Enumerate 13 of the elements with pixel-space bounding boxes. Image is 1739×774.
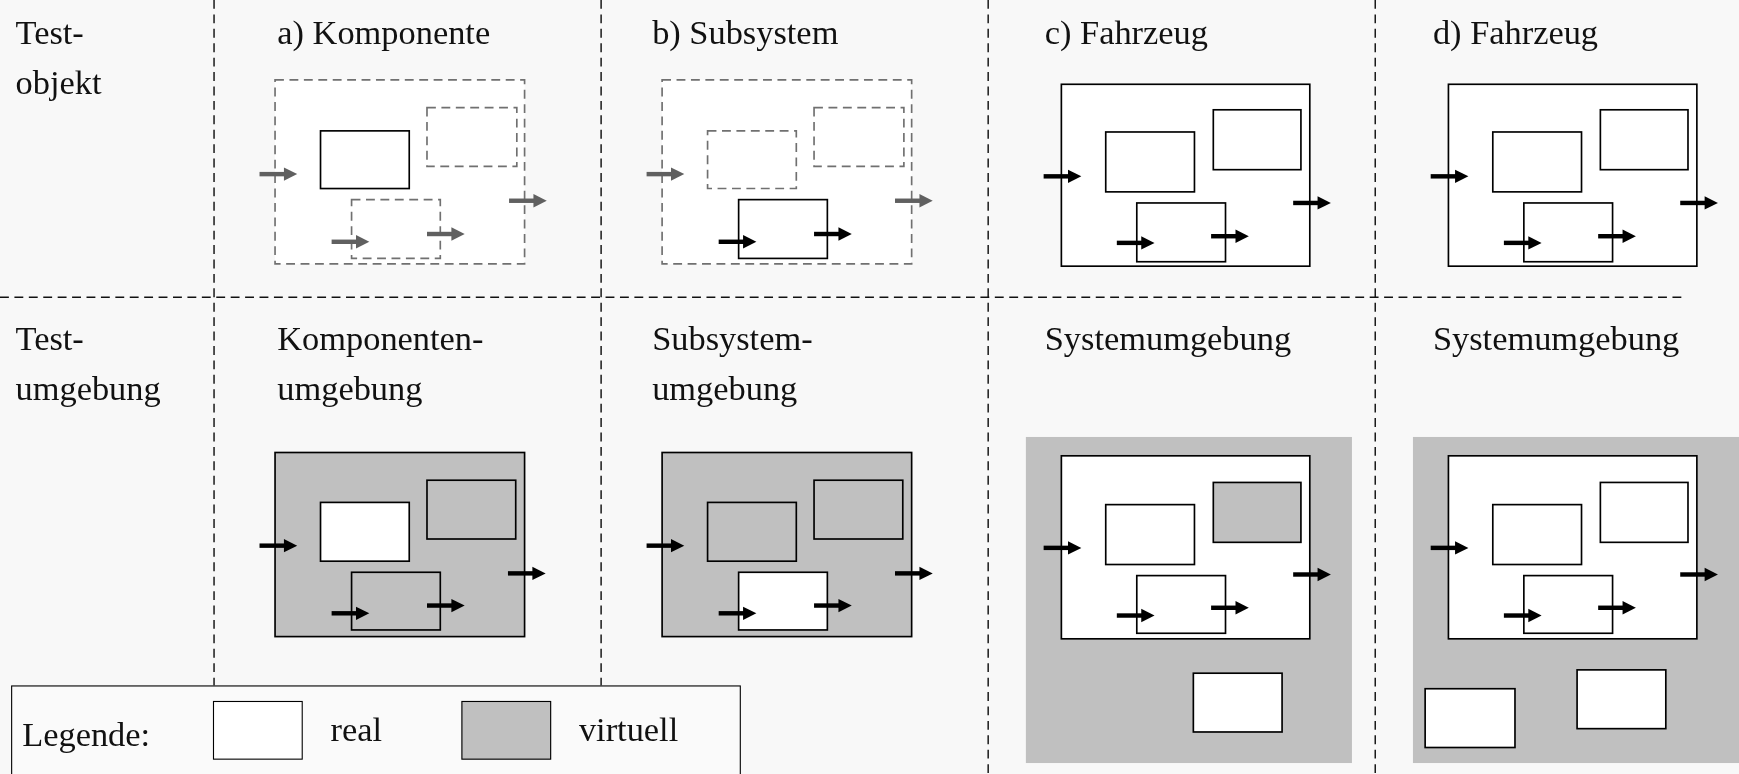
legend-title: Legende: [22, 714, 151, 757]
column-heading: a) Komponente [277, 12, 491, 55]
section-heading: Subsystem- umgebung [652, 318, 813, 411]
row-heading: Test- objekt [15, 12, 102, 105]
legend-label: real [330, 708, 383, 751]
section-heading: Komponenten- umgebung [277, 318, 484, 411]
section-heading: Systemumgebung [1044, 318, 1292, 361]
column-heading: c) Fahrzeug [1044, 12, 1208, 55]
column-heading: b) Subsystem [652, 12, 839, 55]
row-heading: Test- umgebung [15, 318, 161, 411]
legend-label: virtuell [578, 708, 679, 751]
column-heading: d) Fahrzeug [1432, 12, 1599, 55]
section-heading: Systemumgebung [1432, 318, 1680, 361]
